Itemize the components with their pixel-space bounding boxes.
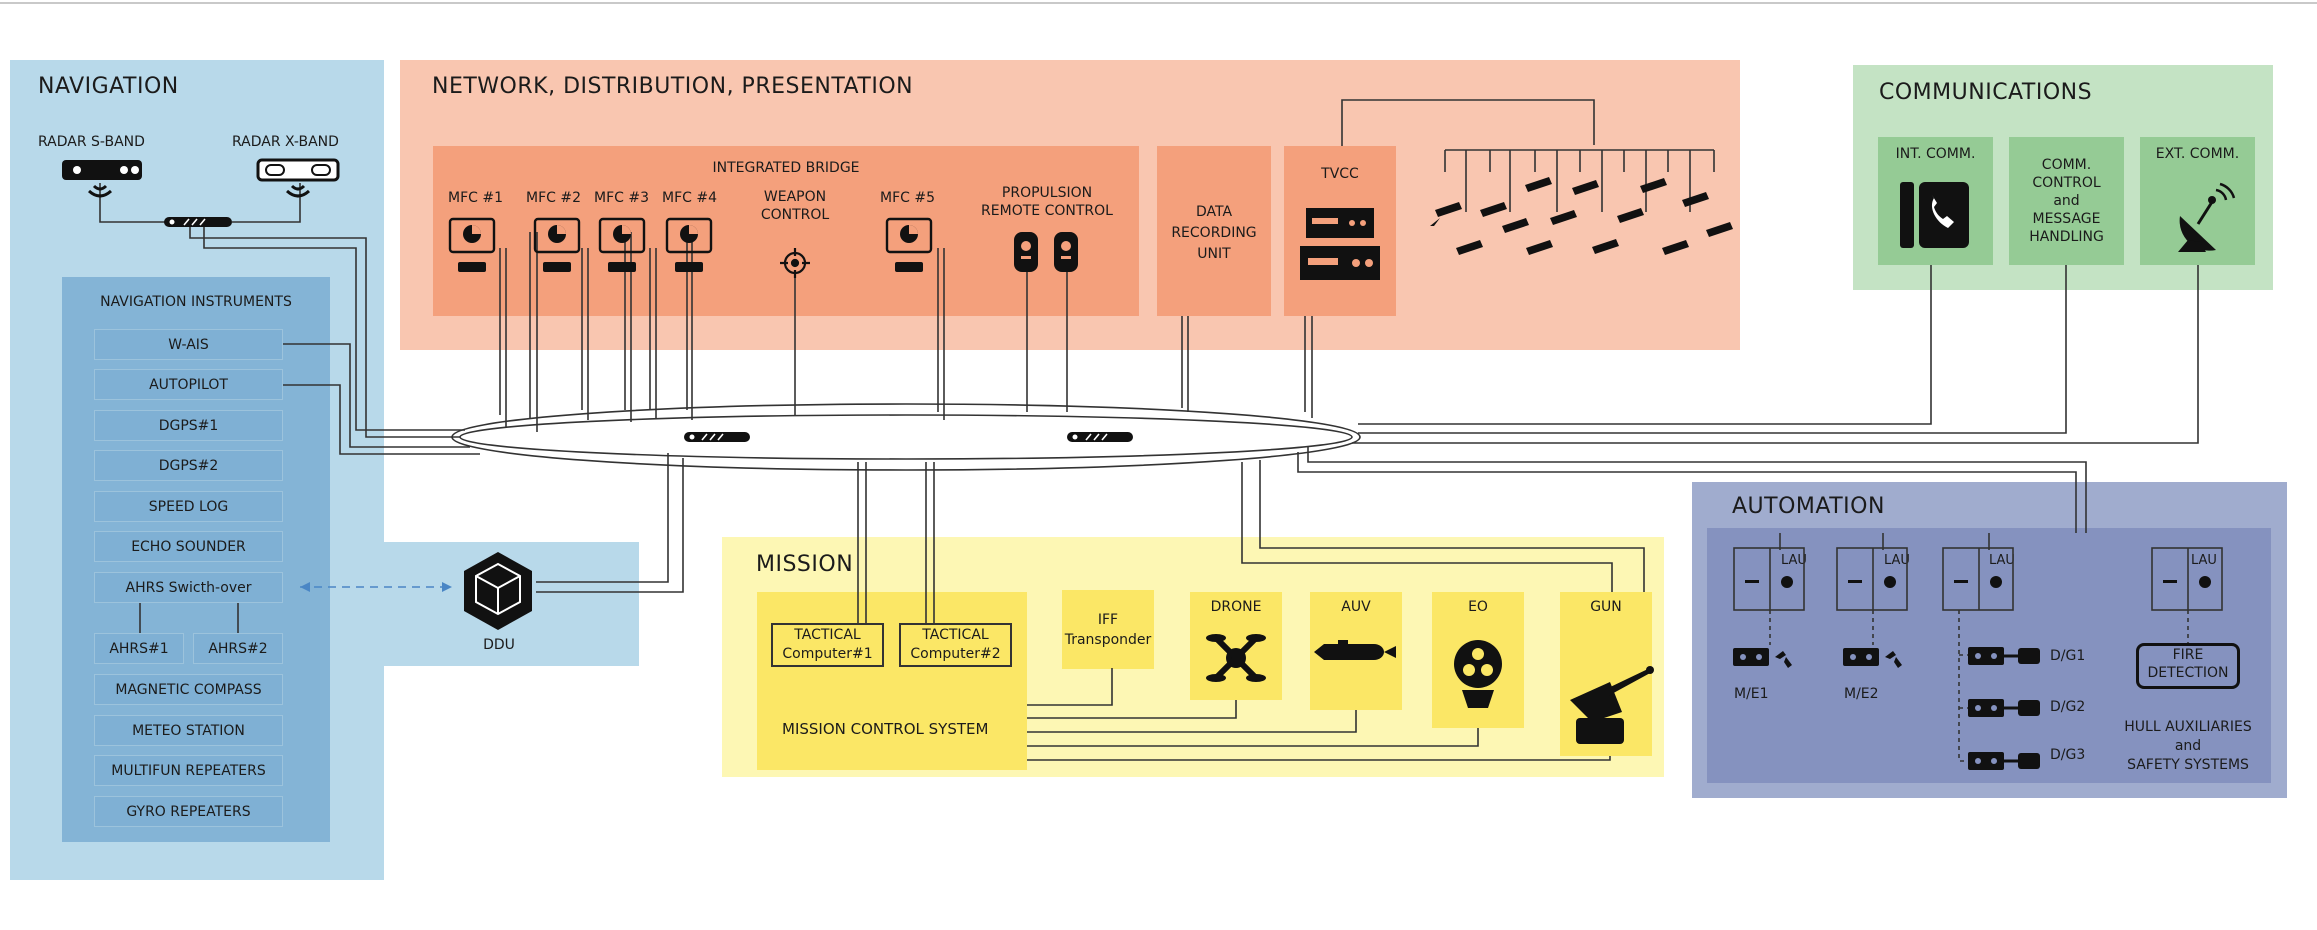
nav-item-gyro-repeaters[interactable]: GYRO REPEATERS [94,796,283,827]
gun-label: GUN [1590,599,1622,615]
dg1-label: D/G1 [2050,648,2086,664]
gun-box[interactable] [1560,592,1652,756]
nav-item-w-ais[interactable]: W-AIS [94,329,283,360]
radar-x-label: RADAR X-BAND [232,134,339,150]
tactical-1-line1: TACTICAL [794,627,861,643]
nav-item-ahrs-switch[interactable]: AHRS Swicth-over [94,572,283,603]
nav-item-ahrs1[interactable]: AHRS#1 [94,633,184,664]
lau-label-3: LAU [1989,553,2015,568]
auv-label: AUV [1341,599,1371,615]
mission-control-system-label: MISSION CONTROL SYSTEM [782,720,989,738]
lau-label-4: LAU [2191,553,2217,568]
mission-title: MISSION [756,552,854,577]
tactical-2-line2: Computer#2 [910,646,1001,662]
int-comm-label: INT. COMM. [1895,146,1976,162]
hull-line1: HULL AUXILIARIES [2124,719,2252,735]
automation-title: AUTOMATION [1732,494,1885,519]
comm-control-line2: CONTROL [2032,175,2101,191]
me2-label: M/E2 [1844,686,1879,702]
nav-item-magnetic-compass[interactable]: MAGNETIC COMPASS [94,674,283,705]
ddu-label: DDU [483,637,515,653]
network-title: NETWORK, DISTRIBUTION, PRESENTATION [432,74,914,99]
tactical-2-label: TACTICAL Computer#2 [899,626,1012,664]
nav-item-dgps2[interactable]: DGPS#2 [94,450,283,481]
fire-detection-label: FIRE DETECTION [2136,646,2240,682]
navigation-instruments-title: NAVIGATION INSTRUMENTS [100,294,292,310]
comm-control-line3: and [2053,193,2080,209]
mfc1-label: MFC #1 [448,190,503,206]
mfc5-label: MFC #5 [880,190,935,206]
tactical-computer-2[interactable] [899,623,1012,667]
ext-comm-label: EXT. COMM. [2155,146,2240,162]
iff-line1: IFF [1097,612,1119,628]
tactical-1-line2: Computer#1 [782,646,873,662]
communications-title: COMMUNICATIONS [1879,80,2093,105]
navigation-title: NAVIGATION [38,74,179,99]
tactical-2-line1: TACTICAL [922,627,989,643]
tactical-1-label: TACTICAL Computer#1 [771,626,884,664]
network-ring-inner [459,414,1353,460]
comm-control-line1: COMM. [2041,157,2092,173]
integrated-bridge-label: INTEGRATED BRIDGE [712,160,860,176]
fire-detection-line2: DETECTION [2147,665,2229,681]
mfc3-label: MFC #3 [594,190,649,206]
nav-item-autopilot[interactable]: AUTOPILOT [94,369,283,400]
nav-item-dgps1[interactable]: DGPS#1 [94,410,283,441]
drone-label: DRONE [1210,599,1262,615]
propulsion-label: PROPULSION REMOTE CONTROL [972,184,1122,220]
fire-detection-box[interactable] [2136,643,2240,689]
mission-control-panel [757,592,1027,770]
data-recording-line3: UNIT [1197,246,1231,262]
lau-label-1: LAU [1781,553,1807,568]
weapon-control-label: WEAPON CONTROL [755,188,835,224]
comm-control-line4: MESSAGE [2032,211,2101,227]
nav-item-echo-sounder[interactable]: ECHO SOUNDER [94,531,283,562]
weapon-control-line1: WEAPON [763,189,827,205]
iff-box[interactable] [1062,590,1154,669]
propulsion-line2: REMOTE CONTROL [981,203,1113,219]
radar-s-label: RADAR S-BAND [38,134,145,150]
nav-item-multifun-repeaters[interactable]: MULTIFUN REPEATERS [94,755,283,786]
comm-control-line5: HANDLING [2029,229,2104,245]
mfc2-label: MFC #2 [526,190,581,206]
data-recording-panel [1157,146,1271,316]
iff-line2: Transponder [1064,632,1152,648]
propulsion-line1: PROPULSION [1001,185,1093,201]
data-recording-line2: RECORDING [1171,225,1257,241]
top-divider [0,2,2317,4]
comm-control-box[interactable] [2009,137,2124,265]
iff-label: IFF Transponder [1062,610,1154,650]
nav-item-meteo-station[interactable]: METEO STATION [94,715,283,746]
hull-line3: SAFETY SYSTEMS [2127,757,2249,773]
eo-label: EO [1468,599,1488,615]
fire-detection-line1: FIRE [2172,647,2204,663]
nav-item-speed-log[interactable]: SPEED LOG [94,491,283,522]
dg3-label: D/G3 [2050,747,2086,763]
data-recording-label: DATA RECORDING UNIT [1157,202,1271,265]
tactical-computer-1[interactable] [771,623,884,667]
lau-label-2: LAU [1884,553,1910,568]
data-recording-line1: DATA [1195,204,1233,220]
hull-line2: and [2174,738,2202,754]
network-ring-outer [451,403,1361,471]
me1-label: M/E1 [1734,686,1769,702]
mfc4-label: MFC #4 [662,190,717,206]
tvcc-label: TVCC [1321,166,1359,182]
weapon-control-line2: CONTROL [760,207,830,223]
dg2-label: D/G2 [2050,699,2086,715]
nav-item-ahrs2[interactable]: AHRS#2 [193,633,283,664]
